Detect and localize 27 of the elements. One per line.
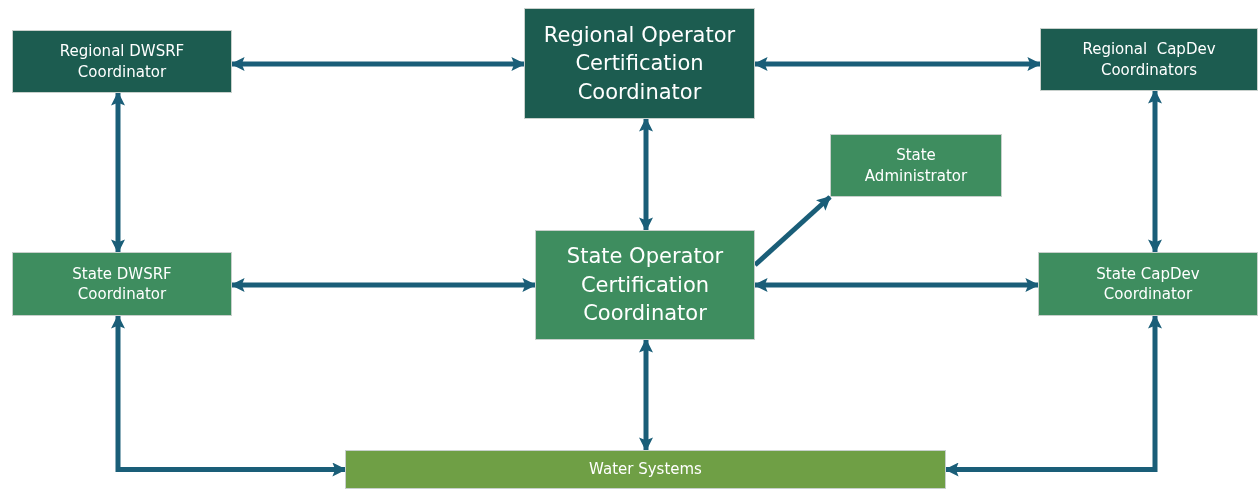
role-box [1038,252,1258,316]
role-box [524,8,755,119]
double-arrow [753,57,1042,71]
role-box [12,252,232,316]
double-arrow [639,338,653,452]
role-label: Regional CapDev Coordinators [1081,39,1217,80]
role-label: State CapDev Coordinator [1095,263,1201,305]
double-arrow [753,195,832,267]
role-box [345,450,946,489]
role-box [12,30,232,93]
role-box [830,134,1002,197]
double-arrow [230,57,526,71]
role-label: State Operator Certification Coordinator [565,243,725,328]
role-label: Regional Operator Certification Coordinator [542,22,737,106]
role-label: State Administrator [863,145,969,186]
role-label: Regional DWSRF Coordinator [58,41,186,82]
double-arrow [230,278,537,292]
role-label: Water Systems [589,459,702,480]
double-arrow [111,314,347,477]
double-arrow [111,91,125,254]
double-arrow [944,314,1162,477]
double-arrow [639,117,653,232]
double-arrow [753,278,1040,292]
double-arrow [1148,89,1162,254]
role-label: State DWSRF Coordinator [71,263,173,305]
role-box [1040,28,1258,91]
role-box [535,230,755,340]
